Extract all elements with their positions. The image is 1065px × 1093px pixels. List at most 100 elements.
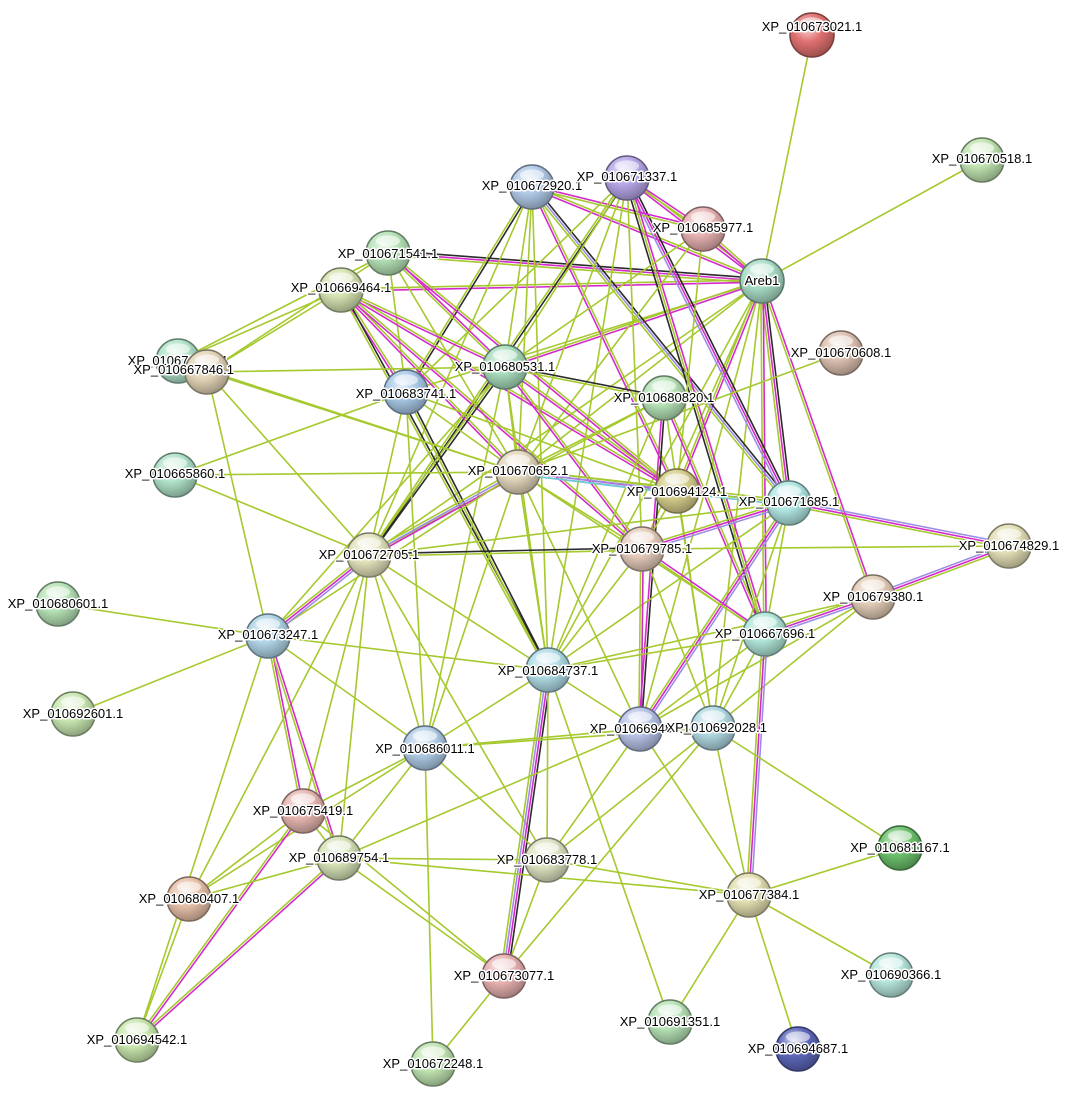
node-highlight xyxy=(785,1031,811,1043)
node-xp-010684737-1[interactable]: XP_010684737.1 xyxy=(496,647,600,693)
node-xp-010672705-1[interactable]: XP_010672705.1 xyxy=(317,532,421,578)
edge-line-textmining xyxy=(368,554,548,861)
node-xp-010671541-1[interactable]: XP_010671541.1 xyxy=(336,230,440,276)
edge-xp-010667846-1-xp-010670652-1 xyxy=(206,371,519,473)
edge-xp-010673247-1-xp-010686011-1 xyxy=(267,635,426,749)
node-xp-010680531-1[interactable]: XP_010680531.1 xyxy=(453,344,557,390)
edge-line-textmining xyxy=(547,397,665,671)
edge-line-textmining xyxy=(547,280,763,671)
edge-line-textmining xyxy=(712,280,763,729)
node-xp-010679380-1[interactable]: XP_010679380.1 xyxy=(821,574,925,620)
node-xp-010683741-1[interactable]: XP_010683741.1 xyxy=(354,369,458,415)
edge-xp-010689754-1-xp-010680407-1 xyxy=(188,857,340,900)
edge-xp-010671541-1-xp-010670652-1 xyxy=(387,252,519,473)
node-label: XP_010686011.1 xyxy=(375,741,475,756)
node-xp-010692028-1[interactable]: XP_010692028.1 xyxy=(665,705,769,751)
edge-xp-010684737-1-xp-010683778-1 xyxy=(546,669,549,861)
node-highlight xyxy=(492,349,518,361)
node-xp-010694542-1[interactable]: XP_010694542.1 xyxy=(85,1017,189,1063)
node-xp-010670518-1[interactable]: XP_010670518.1 xyxy=(930,137,1034,183)
edge-line-textmining xyxy=(267,635,549,671)
edge-line-textmining xyxy=(503,727,714,977)
node-xp-010669464-1[interactable]: XP_010669464.1 xyxy=(289,267,393,313)
node-highlight xyxy=(799,17,825,29)
node-highlight xyxy=(194,354,220,366)
edge-xp-010679380-1-areb1 xyxy=(760,279,875,599)
edge-xp-010672920-1-xp-010680531-1 xyxy=(504,186,533,368)
node-xp-010685977-1[interactable]: XP_010685977.1 xyxy=(651,206,755,252)
edge-line-textmining xyxy=(504,177,628,368)
edge-line-textmining xyxy=(405,391,426,749)
node-label: XP_010673077.1 xyxy=(454,968,554,983)
node-xp-010671685-1[interactable]: XP_010671685.1 xyxy=(737,480,841,526)
node-label: XP_010667696.1 xyxy=(715,626,815,641)
edge-line-homology xyxy=(531,186,790,504)
node-xp-010673247-1[interactable]: XP_010673247.1 xyxy=(216,613,320,659)
edge-xp-010675419-1-xp-010694542-1 xyxy=(135,809,305,1042)
edge-xp-010686011-1-xp-010689754-1 xyxy=(338,747,426,859)
node-xp-010691351-1[interactable]: XP_010691351.1 xyxy=(618,999,722,1045)
edge-xp-010671337-1-xp-010683741-1 xyxy=(405,177,628,393)
node-xp-010675419-1[interactable]: XP_010675419.1 xyxy=(251,788,355,834)
edge-line-textmining xyxy=(532,185,679,492)
node-label: XP_010677384.1 xyxy=(699,887,799,902)
node-xp-010681167-1[interactable]: XP_010681167.1 xyxy=(849,825,951,871)
edge-line-textmining xyxy=(174,471,519,476)
edge-line-textmining xyxy=(546,727,714,861)
edge-line-textmining xyxy=(367,469,518,554)
edge-line-textmining xyxy=(338,747,426,859)
node-xp-010670652-1[interactable]: XP_010670652.1 xyxy=(466,449,570,495)
node-xp-010673021-1[interactable]: XP_010673021.1 xyxy=(760,12,864,58)
node-xp-010689754-1[interactable]: XP_010689754.1 xyxy=(287,835,391,881)
edge-line-textmining xyxy=(640,499,790,548)
edge-xp-010671541-1-areb1 xyxy=(387,249,763,285)
edge-xp-010665860-1-xp-010670652-1 xyxy=(174,471,519,476)
node-xp-010680820-1[interactable]: XP_010680820.1 xyxy=(612,375,716,421)
edge-xp-010671685-1-xp-010679785-1 xyxy=(640,499,791,553)
node-label: XP_010672920.1 xyxy=(482,178,582,193)
node-xp-010692601-1[interactable]: XP_010692601.1 xyxy=(21,691,125,737)
edge-xp-010680531-1-xp-010667846-1 xyxy=(206,366,506,373)
edge-xp-010671337-1-xp-010684737-1 xyxy=(547,177,628,671)
node-xp-010680601-1[interactable]: XP_010680601.1 xyxy=(6,581,110,627)
node-highlight xyxy=(290,793,316,805)
edge-line-textmining xyxy=(424,747,434,1065)
node-label: XP_010669482.1 xyxy=(590,721,690,736)
node-xp-010672920-1[interactable]: XP_010672920.1 xyxy=(480,164,584,210)
node-xp-010683778-1[interactable]: XP_010683778.1 xyxy=(495,837,599,883)
node-highlight xyxy=(393,374,419,386)
node-areb1[interactable]: Areb1 xyxy=(739,258,785,304)
node-label: XP_010672705.1 xyxy=(319,547,419,562)
edge-line-textmining xyxy=(712,502,790,729)
edge-xp-010673021-1-areb1 xyxy=(761,34,813,282)
edge-line-textmining xyxy=(499,668,546,977)
edge-line-textmining xyxy=(761,34,813,282)
edge-line-homology xyxy=(502,669,548,977)
node-xp-010671337-1[interactable]: XP_010671337.1 xyxy=(575,155,679,201)
edge-line-experiments xyxy=(503,366,642,551)
node-xp-010672248-1[interactable]: XP_010672248.1 xyxy=(381,1041,485,1087)
edge-line-textmining xyxy=(135,809,303,1041)
node-xp-010669482-1[interactable]: XP_010669482.1 xyxy=(588,706,692,752)
edge-xp-010675419-1-xp-010680407-1 xyxy=(188,810,304,900)
node-xp-010667696-1[interactable]: XP_010667696.1 xyxy=(713,611,817,657)
node-xp-010694687-1[interactable]: XP_010694687.1 xyxy=(746,1026,850,1072)
edge-line-textmining xyxy=(188,857,340,900)
node-xp-010690366-1[interactable]: XP_010690366.1 xyxy=(839,952,943,998)
node-xp-010686011-1[interactable]: XP_010686011.1 xyxy=(374,725,476,771)
edge-line-experiments xyxy=(339,290,643,551)
node-label: XP_010684737.1 xyxy=(498,663,598,678)
node-xp-010665860-1[interactable]: XP_010665860.1 xyxy=(123,452,227,498)
node-xp-010673077-1[interactable]: XP_010673077.1 xyxy=(452,953,556,999)
node-xp-010677384-1[interactable]: XP_010677384.1 xyxy=(697,872,801,918)
node-xp-010679785-1[interactable]: XP_010679785.1 xyxy=(590,526,694,572)
node-xp-010680407-1[interactable]: XP_010680407.1 xyxy=(137,876,241,922)
edge-line-textmining xyxy=(531,185,764,281)
edge-line-textmining xyxy=(340,288,507,367)
edge-line-coexpression xyxy=(406,186,534,394)
edge-xp-010677384-1-xp-010690366-1 xyxy=(748,894,892,976)
node-xp-010694124-1[interactable]: XP_010694124.1 xyxy=(625,468,729,514)
node-xp-010670608-1[interactable]: XP_010670608.1 xyxy=(789,330,893,376)
node-xp-010667846-1[interactable]: XP_010667846.1 xyxy=(132,349,236,395)
node-xp-010674829-1[interactable]: XP_010674829.1 xyxy=(957,523,1061,569)
